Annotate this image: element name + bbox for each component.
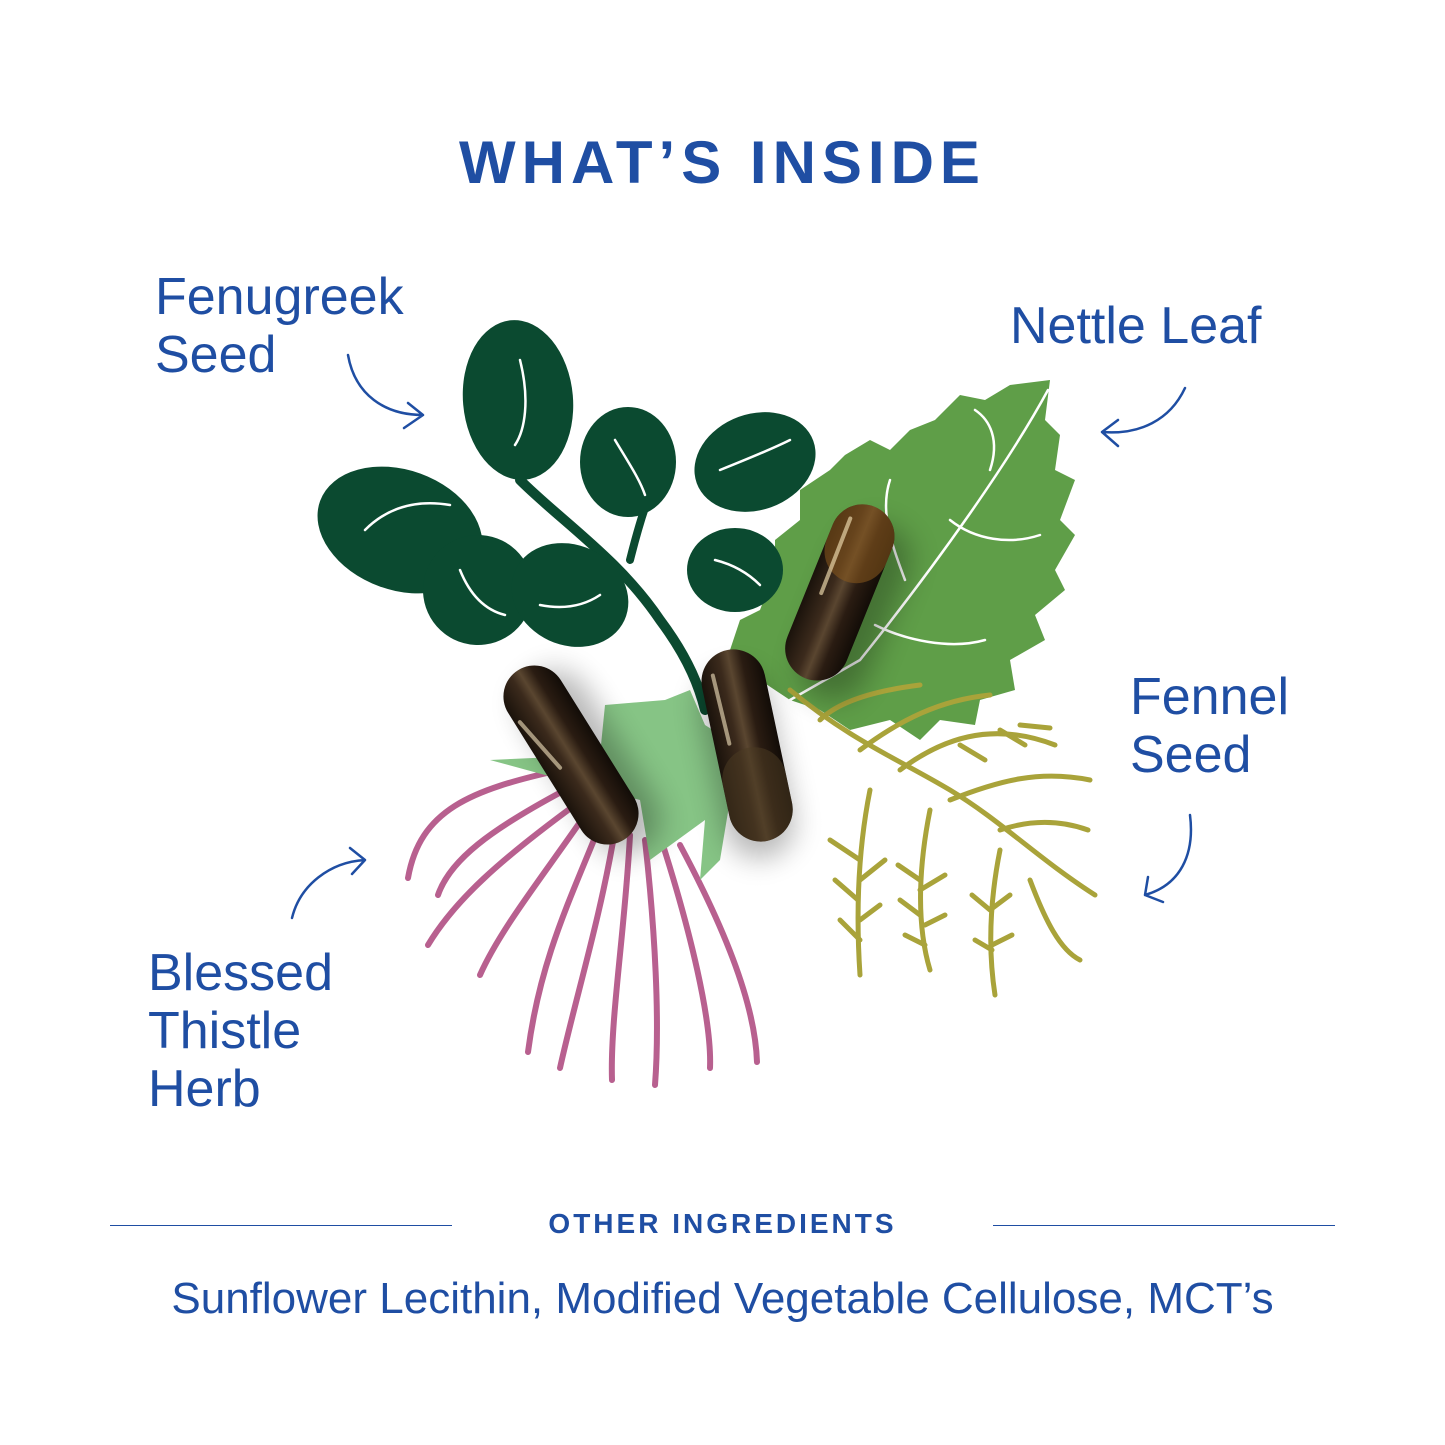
fenugreek-icon	[317, 320, 816, 715]
arrow-thistle-icon	[290, 846, 367, 920]
other-ingredients-list: Sunflower Lecithin, Modified Vegetable C…	[171, 1274, 1274, 1323]
divider-left	[110, 1225, 452, 1226]
label-blessed-thistle-herb: Blessed Thistle Herb	[148, 944, 333, 1118]
capsule-icon	[503, 665, 662, 855]
capsule-icon	[785, 504, 912, 701]
fennel-icon	[787, 682, 1098, 998]
label-fenugreek-seed: Fenugreek Seed	[155, 268, 404, 384]
divider-right	[993, 1225, 1335, 1226]
label-fennel-seed: Fennel Seed	[1130, 668, 1289, 784]
page-title: WHAT’S INSIDE	[459, 129, 986, 196]
label-line: Herb	[148, 1060, 261, 1118]
label-line: Fenugreek	[155, 268, 404, 326]
arrow-fenugreek-icon	[346, 353, 425, 430]
label-line: Nettle Leaf	[1010, 297, 1262, 355]
label-line: Fennel	[1130, 668, 1289, 726]
capsule-icon	[699, 649, 795, 859]
other-ingredients-title: OTHER INGREDIENTS	[548, 1208, 897, 1239]
blessed-thistle-icon	[405, 767, 760, 1088]
label-line: Seed	[1130, 726, 1252, 784]
arrow-fennel-icon	[1143, 813, 1193, 904]
label-line: Seed	[155, 326, 277, 384]
label-line: Thistle	[148, 1002, 302, 1060]
arrow-nettle-icon	[1100, 386, 1187, 448]
label-line: Blessed	[148, 944, 333, 1002]
label-nettle-leaf: Nettle Leaf	[1010, 297, 1262, 355]
